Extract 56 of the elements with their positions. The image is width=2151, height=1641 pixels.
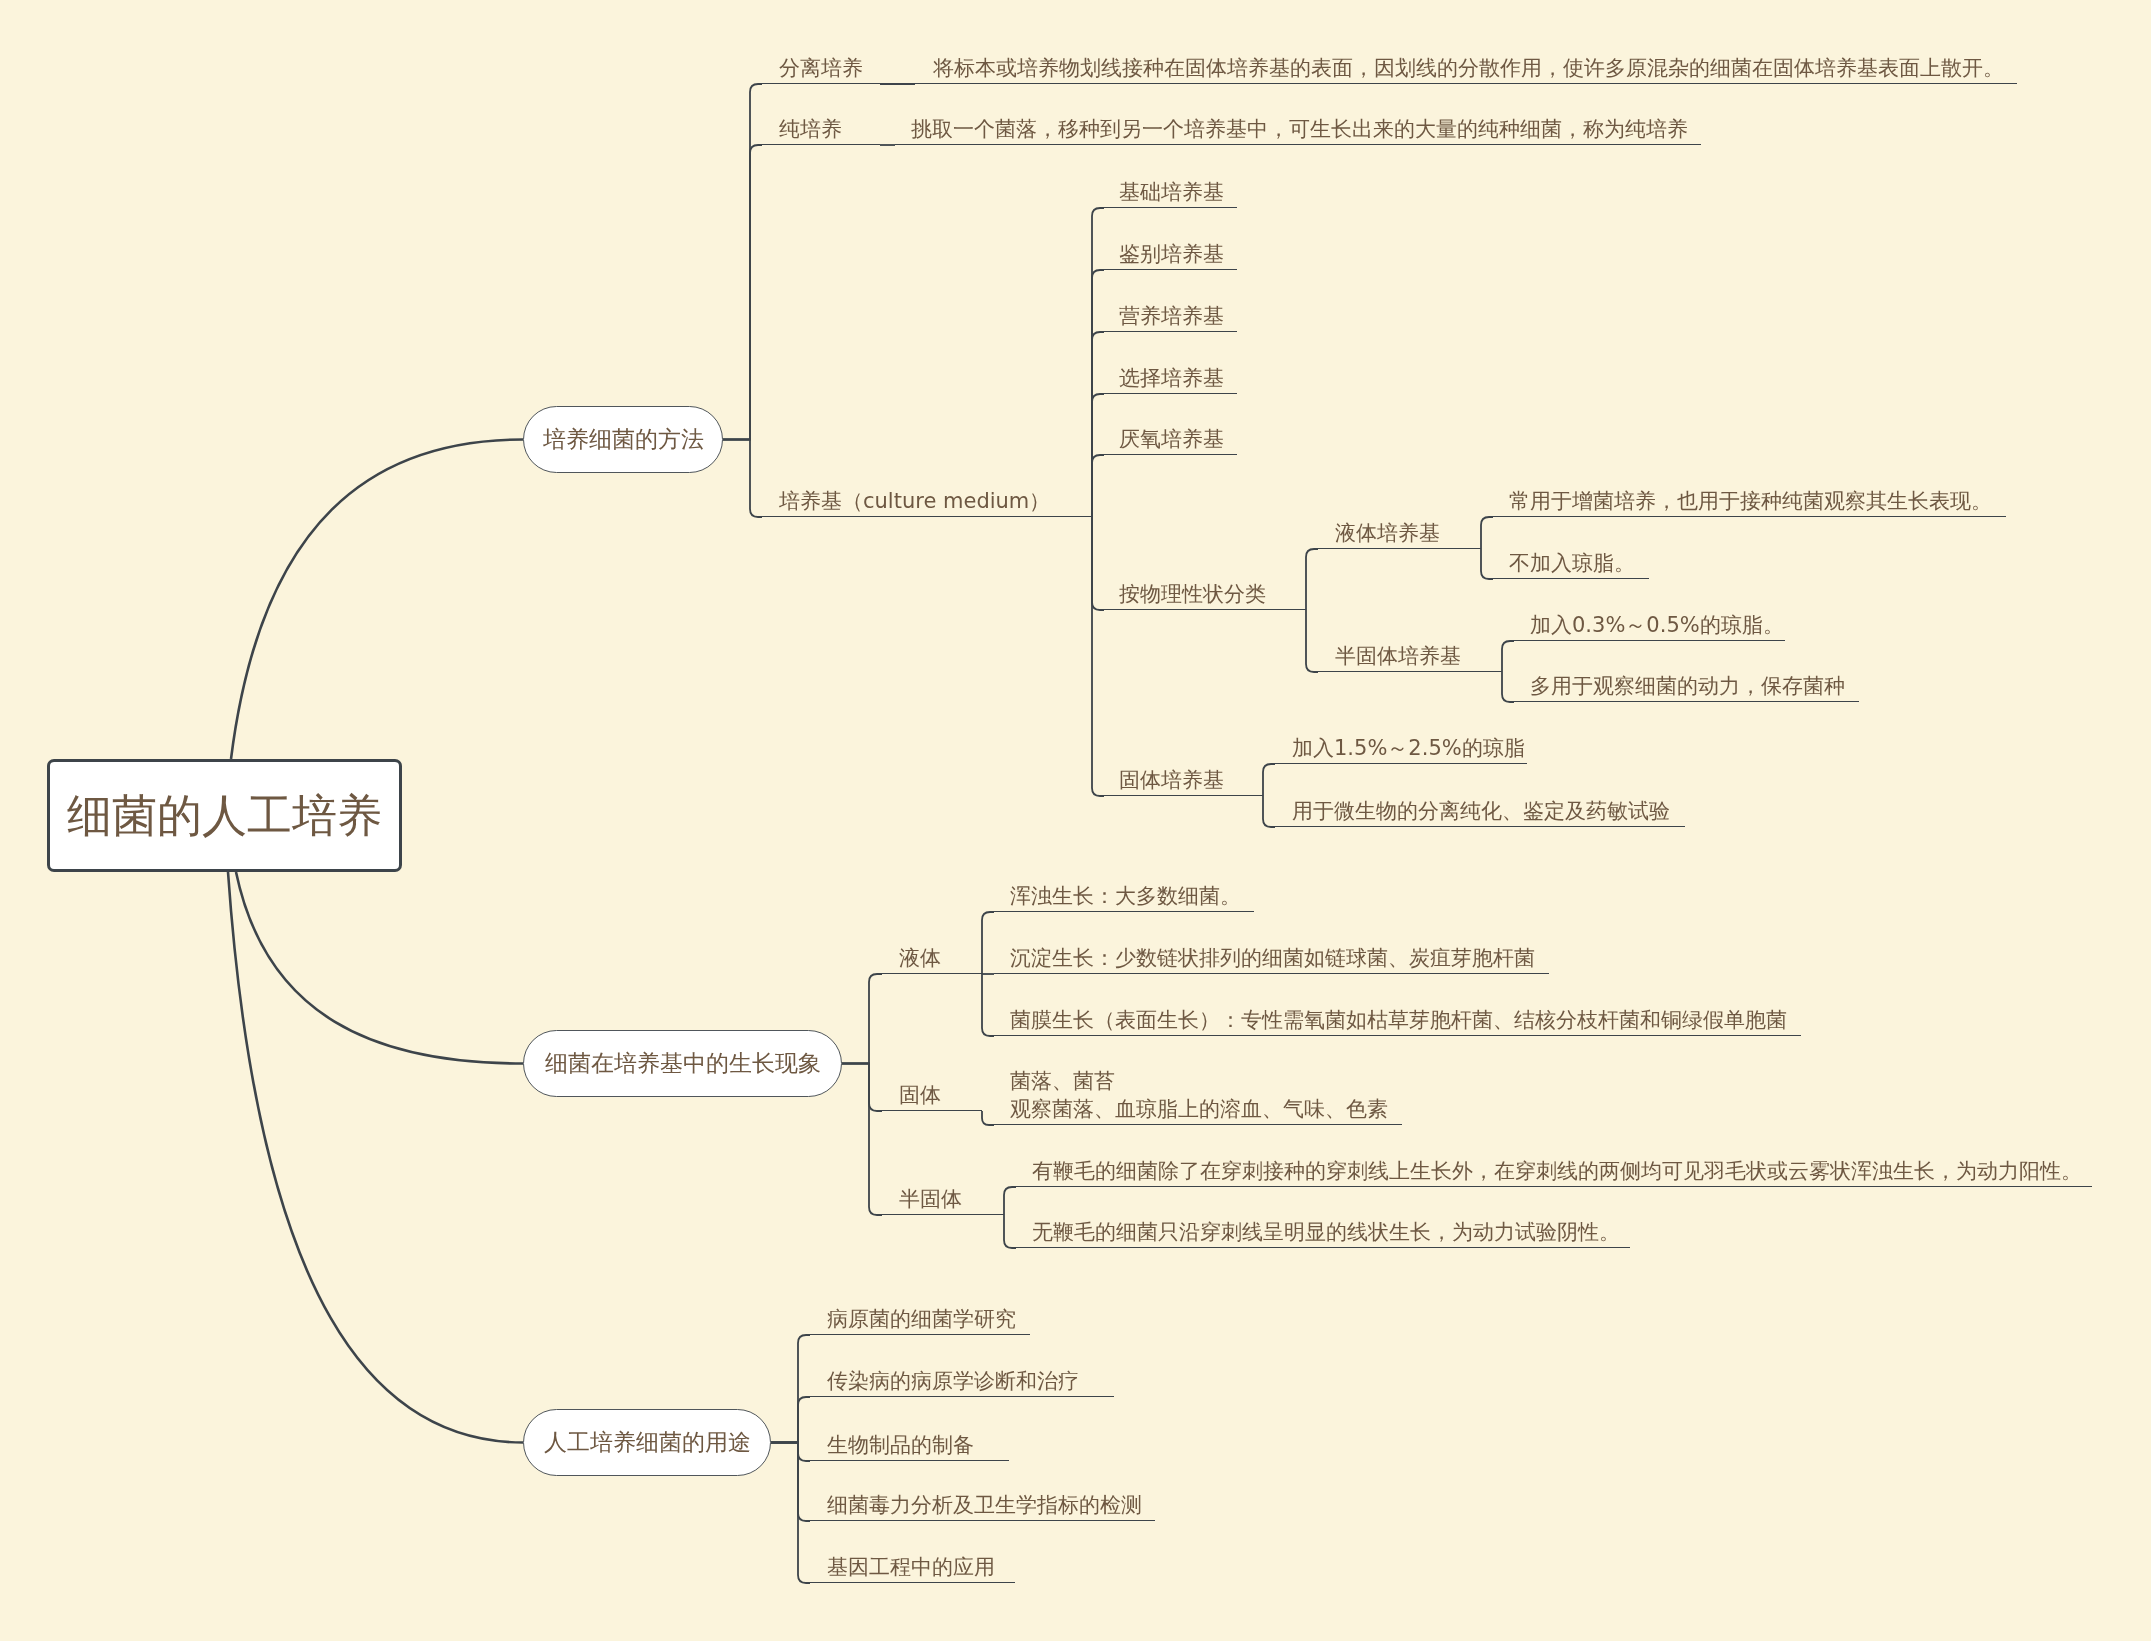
- topic-label: 半固体培养基: [1335, 643, 1461, 670]
- topic-label: 营养培养基: [1119, 303, 1224, 330]
- connector-line: [1262, 795, 1276, 828]
- topic-label: 液体培养基: [1335, 520, 1440, 547]
- topic-label: 鉴别培养基: [1119, 241, 1224, 268]
- connector-line: [981, 1110, 995, 1126]
- topic-label: 挑取一个菌落，移种到另一个培养基中，可生长出来的大量的纯种细菌，称为纯培养: [911, 116, 1688, 143]
- topic-label: 用于微生物的分离纯化、鉴定及药敏试验: [1292, 798, 1670, 825]
- central-topic-box: [47, 759, 402, 872]
- topic-label: 加入1.5%～2.5%的琼脂: [1292, 735, 1525, 762]
- topic-label: 不加入琼脂。: [1509, 550, 1635, 577]
- topic-label: 观察菌落、血琼脂上的溶血、气味、色素: [1010, 1096, 1388, 1123]
- topic-label: 病原菌的细菌学研究: [827, 1306, 1016, 1333]
- connector-line: [234, 871, 524, 1065]
- connector-line: [981, 973, 995, 975]
- connector-line: [226, 871, 524, 1444]
- topic-label: 培养基（culture medium）: [779, 488, 1051, 515]
- topic-label: 人工培养细菌的用途: [543, 1428, 751, 1457]
- topic-label: 固体: [899, 1082, 941, 1109]
- topic-label: 细菌毒力分析及卫生学指标的检测: [827, 1492, 1142, 1519]
- topic-label: 传染病的病原学诊断和治疗: [827, 1368, 1079, 1395]
- topic-label: 细菌的人工培养: [67, 787, 382, 844]
- topic-label: 基因工程中的应用: [827, 1554, 995, 1581]
- connector-line: [1091, 454, 1105, 518]
- connector-line: [879, 144, 896, 146]
- topic-label: 纯培养: [779, 116, 842, 143]
- connector-line: [1480, 548, 1494, 580]
- connector-line: [1003, 1214, 1017, 1249]
- topic-label: 选择培养基: [1119, 365, 1224, 392]
- topic-label: 生物制品的制备: [827, 1432, 974, 1459]
- topic-label: 将标本或培养物划线接种在固体培养基的表面，因划线的分散作用，使许多原混杂的细菌在固体培养基表面上散开。: [933, 55, 2004, 82]
- topic-label: 无鞭毛的细菌只沿穿刺线呈明显的线状生长，为动力试验阴性。: [1032, 1219, 1620, 1246]
- topic-label: 细菌在培养基中的生长现象: [544, 1049, 821, 1078]
- topic-label: 常用于增菌培养，也用于接种纯菌观察其生长表现。: [1509, 488, 1992, 515]
- connector-line: [1480, 516, 1494, 550]
- connector-line: [1003, 1186, 1017, 1216]
- topic-label: 多用于观察细菌的动力，保存菌种: [1530, 673, 1845, 700]
- topic-label: 半固体: [899, 1186, 962, 1213]
- topic-label: 培养细菌的方法: [542, 425, 704, 454]
- topic-label: 有鞭毛的细菌除了在穿刺接种的穿刺线上生长外，在穿刺线的两侧均可见羽毛状或云雾状浑浊生长，为动力阳性。: [1032, 1158, 2082, 1185]
- connector-line: [229, 438, 524, 760]
- topic-label: 加入0.3%～0.5%的琼脂。: [1530, 612, 1784, 639]
- topic-label: 沉淀生长：少数链状排列的细菌如链球菌、炭疽芽胞杆菌: [1010, 945, 1535, 972]
- connector-line: [1501, 640, 1515, 673]
- topic-label: 菌膜生长（表面生长）：专性需氧菌如枯草芽胞杆菌、结核分枝杆菌和铜绿假单胞菌: [1010, 1007, 1787, 1034]
- connector-line: [1262, 763, 1276, 797]
- connector-line: [879, 83, 916, 85]
- topic-label: 基础培养基: [1119, 179, 1224, 206]
- topic-label: 按物理性状分类: [1119, 581, 1266, 608]
- topic-label: 厌氧培养基: [1119, 426, 1224, 453]
- topic-label: 浑浊生长：大多数细菌。: [1010, 883, 1241, 910]
- topic-label: 菌落、菌苔: [1010, 1068, 1115, 1095]
- topic-label: 固体培养基: [1119, 767, 1224, 794]
- topic-label: 液体: [899, 945, 941, 972]
- topic-label: 分离培养: [779, 55, 863, 82]
- connector-line: [1501, 671, 1515, 703]
